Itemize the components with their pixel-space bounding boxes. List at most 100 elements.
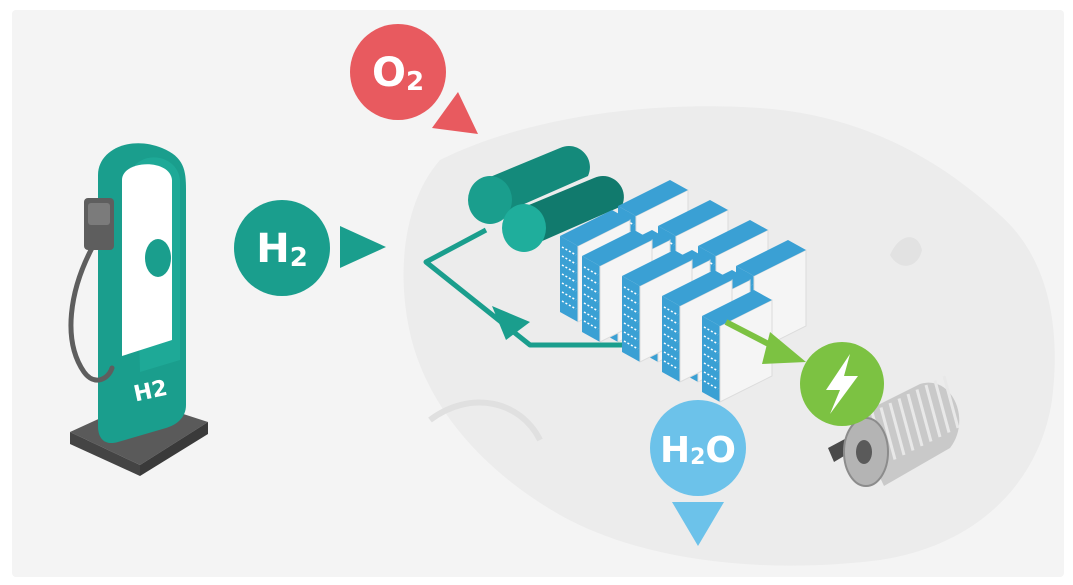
fuel-cell-plate-line [703, 362, 719, 372]
motor-fin [942, 375, 960, 429]
o2-main: O [372, 50, 406, 96]
fuel-cell-plate-line [703, 335, 719, 345]
fuel-cell-plate-line [583, 320, 599, 330]
fuel-cell-plate-line [583, 284, 599, 294]
fuel-cell-top [560, 210, 630, 246]
car-side-mirror [890, 237, 922, 266]
fuel-cell-plate-line [703, 380, 719, 390]
fuel-cell-top [698, 220, 768, 256]
fuel-cell-plate-line [663, 360, 679, 370]
hydrogen-tank-icon [468, 146, 624, 252]
pump-hose [68, 245, 115, 383]
fuel-cell-side [582, 256, 600, 342]
water-output-bubble: H2O [650, 400, 746, 546]
lightning-bolt-icon [826, 354, 858, 414]
hydrogen-pipe [423, 227, 640, 348]
hydrogen-pump-icon: H2 [68, 143, 208, 476]
hydrogen-pointer-icon [340, 226, 386, 268]
tank-front-cap [502, 204, 546, 252]
h2-sub: 2 [290, 243, 308, 273]
fuel-cell-plate-line [583, 275, 599, 285]
fuel-cell-plate-line [561, 282, 577, 292]
pump-indicator [145, 239, 171, 277]
oxygen-pointer-icon [432, 92, 478, 134]
power-arrow-icon [762, 332, 806, 364]
fuel-cell-side [662, 296, 680, 382]
pump-base-side-right [140, 422, 208, 476]
fuel-cell-top [662, 270, 732, 306]
pump-base-side [70, 432, 140, 476]
fuel-cell-plate-line [703, 353, 719, 363]
motor-fin [924, 384, 942, 438]
fuel-cell-top [622, 250, 692, 286]
motor-fin [879, 407, 897, 460]
hydrogen-flow-arrow-icon [492, 306, 530, 340]
svg-text:H2O: H2O [660, 430, 736, 471]
oxygen-input-bubble: O2 [350, 24, 478, 134]
oxygen-bubble-circle [350, 24, 446, 120]
fuel-cell-plate-line [561, 273, 577, 283]
fuel-cell-plate-line [583, 311, 599, 321]
water-bubble-circle [650, 400, 746, 496]
fuel-cell-plate-line [623, 322, 639, 332]
fuel-cell-plate-line [623, 304, 639, 314]
fuel-cell-plate-line [623, 340, 639, 350]
power-flow [724, 319, 806, 364]
fuel-cell-plate-line [663, 306, 679, 316]
motor-fins [870, 375, 960, 465]
h2o-sub: 2 [690, 445, 705, 470]
fuel-cell-plate-line [561, 291, 577, 301]
motor-fin [933, 380, 951, 433]
water-pointer-icon [672, 502, 724, 546]
motor-hub [856, 440, 872, 464]
fuel-cell-plate-line [623, 313, 639, 323]
fuel-cell-plate-line [703, 326, 719, 336]
hydrogen-piping [423, 227, 640, 348]
fuel-cell-top [736, 240, 806, 276]
fuel-cell-plate-line [583, 302, 599, 312]
fuel-cell-side [702, 316, 720, 402]
energy-output-bubble [800, 342, 884, 426]
motor-fin [915, 389, 933, 442]
svg-text:O2: O2 [372, 50, 424, 97]
car-wheel-arch [428, 399, 543, 442]
fuel-cell-plate-line [623, 286, 639, 296]
fuel-cell-stack-icon [560, 180, 807, 403]
pump-nozzle [88, 203, 110, 225]
h2o-main: H [660, 430, 690, 471]
electric-motor-icon [828, 375, 960, 487]
fuel-cell-top [702, 290, 772, 326]
fuel-cell-side [560, 236, 578, 322]
motor-fin [888, 402, 906, 456]
motor-fin [906, 393, 924, 447]
fuel-cell-plate-line [583, 266, 599, 276]
fuel-cell-side [622, 276, 640, 362]
tank-rear-cap [468, 176, 512, 224]
fuel-cell-plate-line [703, 371, 719, 381]
fuel-cell-plate-line [561, 246, 577, 256]
fuel-cell-plate-line [663, 324, 679, 334]
hydrogen-input-bubble: H2 [234, 200, 386, 296]
hydrogen-bubble-circle [234, 200, 330, 296]
fuel-cell-plate-line [663, 333, 679, 343]
fuel-cell-plate-line [583, 293, 599, 303]
fuel-cell-plate-line [663, 315, 679, 325]
fuel-cell-top [658, 200, 728, 236]
fuel-cell-plate-line [561, 264, 577, 274]
svg-text:H2: H2 [256, 226, 308, 273]
motor-fin [897, 398, 915, 451]
fuel-cell-plate-line [703, 344, 719, 354]
h2-main: H [256, 226, 289, 272]
h2o-tail: O [705, 430, 736, 471]
fuel-cell-plate-line [623, 295, 639, 305]
fuel-cell-plate-line [663, 342, 679, 352]
fuel-cell-plate-line [663, 351, 679, 361]
fuel-cell-plate-line [561, 255, 577, 265]
fuel-cell-plate-line [623, 331, 639, 341]
fuel-cell-plate-line [561, 300, 577, 310]
o2-sub: 2 [406, 67, 424, 97]
fuel-cell-top [582, 230, 652, 266]
fuel-cell-top [618, 180, 688, 216]
